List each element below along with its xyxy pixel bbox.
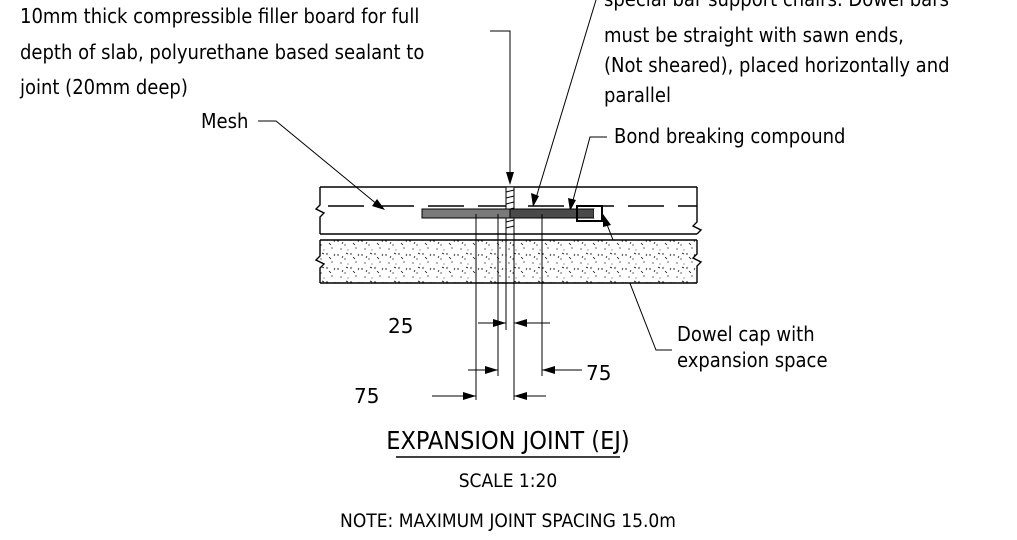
slab-right-break-line [691, 187, 703, 235]
dowel-bars-note: special bar support chairs. Dowel bars m… [604, 0, 950, 107]
dowel-bars-note-line-4: parallel [604, 83, 671, 107]
dim-75-right-label: 75 [586, 361, 611, 385]
dim-75-right-right-arrow [542, 366, 555, 374]
filler-board-leader [490, 30, 511, 178]
mesh-leader-arrow [372, 199, 385, 210]
dowel-bar-debonded-section [509, 208, 595, 219]
filler-board-note-line-1: 10mm thick compressible filler board for… [20, 4, 419, 28]
dowel-cap-note-line-2: expansion space [677, 348, 828, 372]
slab-left-break-line [314, 187, 326, 234]
mesh-leader [258, 120, 379, 206]
dim-25-left-arrow [493, 319, 506, 327]
dowel-cap-expansion-space [594, 209, 600, 218]
dowel-bars-note-line-3: (Not sheared), placed horizontally and [604, 53, 950, 77]
dim-75-left-label: 75 [354, 384, 379, 408]
dowel-cap-note: Dowel cap with expansion space [677, 322, 828, 372]
subbase-right-break-line [691, 240, 703, 283]
dim-75-right-left-arrow [485, 366, 498, 374]
dowel-bars-leader [535, 0, 597, 199]
dowel-bars-note-line-1: special bar support chairs. Dowel bars [604, 0, 949, 11]
dim-25-right-arrow [514, 319, 527, 327]
bond-breaking-leader [571, 136, 607, 205]
subbase-left-break-line [314, 240, 326, 283]
dowel-cap-note-line-1: Dowel cap with [677, 322, 815, 346]
bond-breaking-leader-arrow [568, 198, 576, 211]
dim-75-left-left-arrow [463, 392, 476, 400]
filler-board-note-line-3: joint (20mm deep) [19, 75, 188, 99]
subbase-gravel-fill [320, 240, 697, 283]
subbase-layer [314, 239, 703, 284]
filler-board-leader-arrow [506, 172, 514, 185]
drawing-scale: SCALE 1:20 [459, 470, 558, 492]
dowel-bars-leader-arrow [531, 193, 539, 207]
drawing-title: EXPANSION JOINT (EJ) [386, 426, 629, 455]
mesh-label: Mesh [201, 109, 248, 133]
joint-spacing-note: NOTE: MAXIMUM JOINT SPACING 15.0m [340, 510, 676, 532]
dim-25-label: 25 [388, 314, 413, 338]
dowel-cap [576, 205, 603, 222]
filler-board-note-line-2: depth of slab, polyurethane based sealan… [20, 40, 424, 64]
filler-board-note: 10mm thick compressible filler board for… [19, 4, 424, 99]
dowel-bars-note-line-2: must be straight with sawn ends, [604, 23, 904, 47]
dowel-cap-leader-arrow [603, 214, 611, 227]
dimension-lines [432, 214, 582, 400]
dim-75-left-right-arrow [514, 392, 527, 400]
bond-breaking-label: Bond breaking compound [614, 124, 845, 148]
